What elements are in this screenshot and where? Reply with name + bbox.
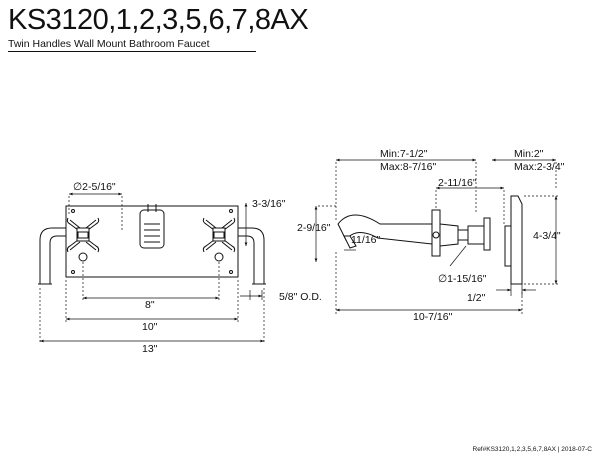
dim-flange-depth: 1/2" — [467, 292, 486, 304]
flange-body — [504, 225, 512, 267]
footer-reference: Ref#KS3120,1,2,3,5,6,7,8AX | 2018-07-C — [472, 446, 593, 453]
plate-screw — [71, 209, 75, 213]
title-underline — [8, 51, 256, 52]
dim-outer-diameter: 5/8" O.D. — [279, 291, 322, 303]
dim-plate-height: 3-3/16" — [252, 198, 286, 210]
side-handle — [431, 209, 459, 257]
front-dimensions — [39, 192, 265, 344]
left-cross-handle — [66, 217, 100, 262]
side-view — [337, 195, 523, 285]
right-spout-tube — [238, 227, 265, 284]
dim-flange-height: 4-3/4" — [533, 230, 561, 242]
dim-spread: 8" — [145, 299, 155, 311]
front-view — [38, 204, 266, 285]
dim-body-diameter: ∅1-15/16" — [438, 273, 487, 285]
wall-flange — [510, 195, 523, 285]
curved-spout — [337, 214, 433, 245]
left-spout-tube — [39, 227, 66, 284]
plate-screw — [229, 209, 233, 213]
dim-wall-min: Min:2" — [514, 148, 544, 160]
dim-total-reach: 10-7/16" — [413, 311, 453, 323]
model-title: KS3120,1,2,3,5,6,7,8AX — [8, 4, 309, 36]
center-spout — [139, 204, 165, 249]
dim-spout-height: 2-9/16" — [297, 222, 331, 234]
dim-outlet: 11/16" — [351, 234, 380, 246]
dim-handle-offset: 2-11/16" — [438, 177, 477, 189]
dim-overall-width: 13" — [142, 343, 158, 355]
side-dimensions — [314, 158, 560, 314]
right-cross-handle — [202, 217, 236, 262]
dim-handle-diameter: ∅2-5/16" — [73, 181, 116, 193]
product-subtitle: Twin Handles Wall Mount Bathroom Faucet — [8, 38, 210, 50]
dim-wall-max: Max:2-3/4" — [514, 161, 565, 173]
plate-screw — [229, 270, 233, 274]
dim-reach-max: Max:8-7/16" — [380, 161, 437, 173]
dim-reach-min: Min:7-1/2" — [380, 148, 428, 160]
valve-body — [467, 217, 491, 251]
dim-plate-width: 10" — [142, 321, 158, 333]
plate-screw — [71, 270, 75, 274]
